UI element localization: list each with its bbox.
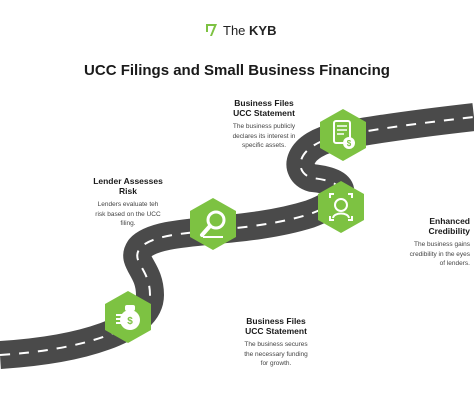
step-3-hexagon: $: [320, 109, 366, 161]
brand-name: The KYB: [223, 22, 277, 38]
verified-person-icon: [329, 193, 353, 221]
kyb-logo-icon: [206, 24, 217, 36]
step-2-hexagon: [190, 198, 236, 250]
document-icon: $: [333, 120, 355, 149]
money-bag-icon: [116, 305, 140, 330]
svg-text:$: $: [127, 316, 133, 327]
step-4-hexagon: [318, 181, 364, 233]
step-1-hexagon: $: [105, 291, 151, 343]
diagram-title: UCC Filings and Small Business Financing: [84, 62, 390, 79]
magnifier-icon: [200, 210, 226, 238]
svg-text:$: $: [347, 139, 352, 148]
brand-logo: The KYB: [205, 22, 276, 38]
